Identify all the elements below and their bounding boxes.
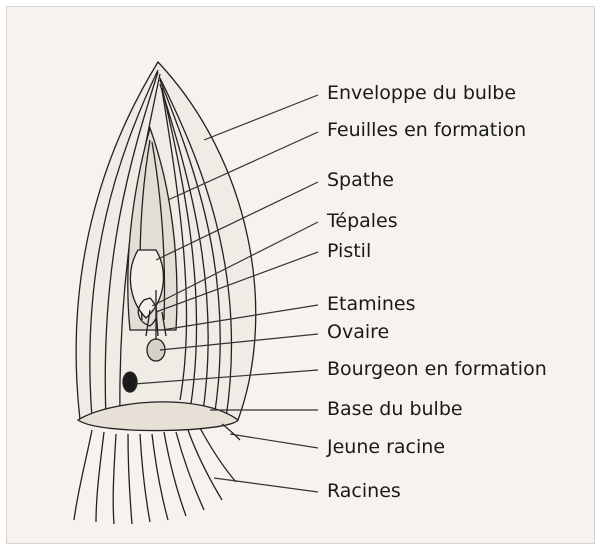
label-tepales: Tépales xyxy=(327,210,398,232)
root xyxy=(128,434,132,524)
label-pistil: Pistil xyxy=(327,240,371,262)
root xyxy=(188,430,222,500)
forming-bud xyxy=(123,372,137,392)
label-ovaire: Ovaire xyxy=(327,321,389,343)
leader-line xyxy=(230,434,318,448)
root xyxy=(164,432,186,516)
root xyxy=(200,428,236,482)
leader-line xyxy=(214,478,318,492)
root xyxy=(113,434,116,524)
label-jeune-racine: Jeune racine xyxy=(327,436,445,458)
root xyxy=(140,434,150,522)
label-enveloppe: Enveloppe du bulbe xyxy=(327,82,516,104)
root xyxy=(74,430,92,520)
young-root xyxy=(222,424,240,440)
root xyxy=(96,432,104,522)
label-bourgeon: Bourgeon en formation xyxy=(327,358,547,380)
label-racines: Racines xyxy=(327,480,401,502)
leader-line xyxy=(204,95,318,140)
label-feuilles: Feuilles en formation xyxy=(327,119,526,141)
root xyxy=(152,434,168,520)
label-spathe: Spathe xyxy=(327,169,394,191)
label-etamines: Etamines xyxy=(327,293,416,315)
label-base: Base du bulbe xyxy=(327,398,463,420)
